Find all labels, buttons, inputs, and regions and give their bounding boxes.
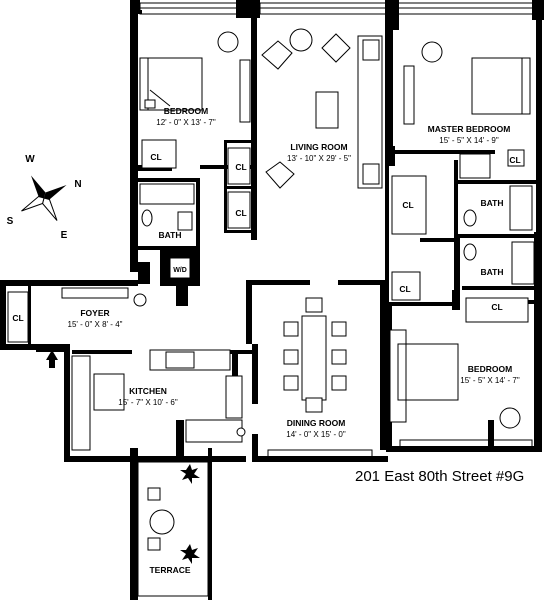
master-bedroom-name: MASTER BEDROOM xyxy=(428,124,511,134)
washer-dryer-label: W/D xyxy=(173,267,187,274)
kitchen-name: KITCHEN xyxy=(129,386,167,396)
closet-label: CL xyxy=(235,162,246,172)
bath-label: BATH xyxy=(481,198,504,208)
terrace-name: TERRACE xyxy=(149,565,190,575)
closet-label: CL xyxy=(12,313,23,323)
compass xyxy=(21,175,67,221)
foyer-name: FOYER xyxy=(80,308,109,318)
dining-room-name: DINING ROOM xyxy=(287,418,346,428)
bedroom1-dims: 12' - 0" X 13' - 7" xyxy=(156,118,216,127)
foyer-dims: 15' - 0" X 8' - 4" xyxy=(68,320,123,329)
compass-s-label: S xyxy=(7,216,14,227)
compass-w-label: W xyxy=(25,154,35,165)
compass-e-label: E xyxy=(61,230,68,241)
bedroom1-name: BEDROOM xyxy=(164,106,208,116)
bedroom2-name: BEDROOM xyxy=(468,364,512,374)
closet-label: CL xyxy=(402,200,413,210)
address-caption: 201 East 80th Street #9G xyxy=(355,468,525,485)
bath-label: BATH xyxy=(481,267,504,277)
furniture xyxy=(7,28,535,564)
closet-label: CL xyxy=(150,152,161,162)
bath-label: BATH xyxy=(159,230,182,240)
kitchen-dims: 15' - 7" X 10' - 6" xyxy=(118,398,178,407)
closet-label: CL xyxy=(509,155,520,165)
living-room-name: LIVING ROOM xyxy=(290,142,347,152)
bedroom2-dims: 15' - 5" X 14' - 7" xyxy=(460,376,520,385)
closet-label: CL xyxy=(491,302,502,312)
living-room-dims: 13' - 10" X 29' - 5" xyxy=(287,154,351,163)
closet-label: CL xyxy=(235,208,246,218)
closet-label: CL xyxy=(399,284,410,294)
master-bedroom-dims: 15' - 5" X 14' - 9" xyxy=(439,136,499,145)
dining-room-dims: 14' - 0" X 15' - 0" xyxy=(286,430,346,439)
compass-n-label: N xyxy=(74,179,81,190)
